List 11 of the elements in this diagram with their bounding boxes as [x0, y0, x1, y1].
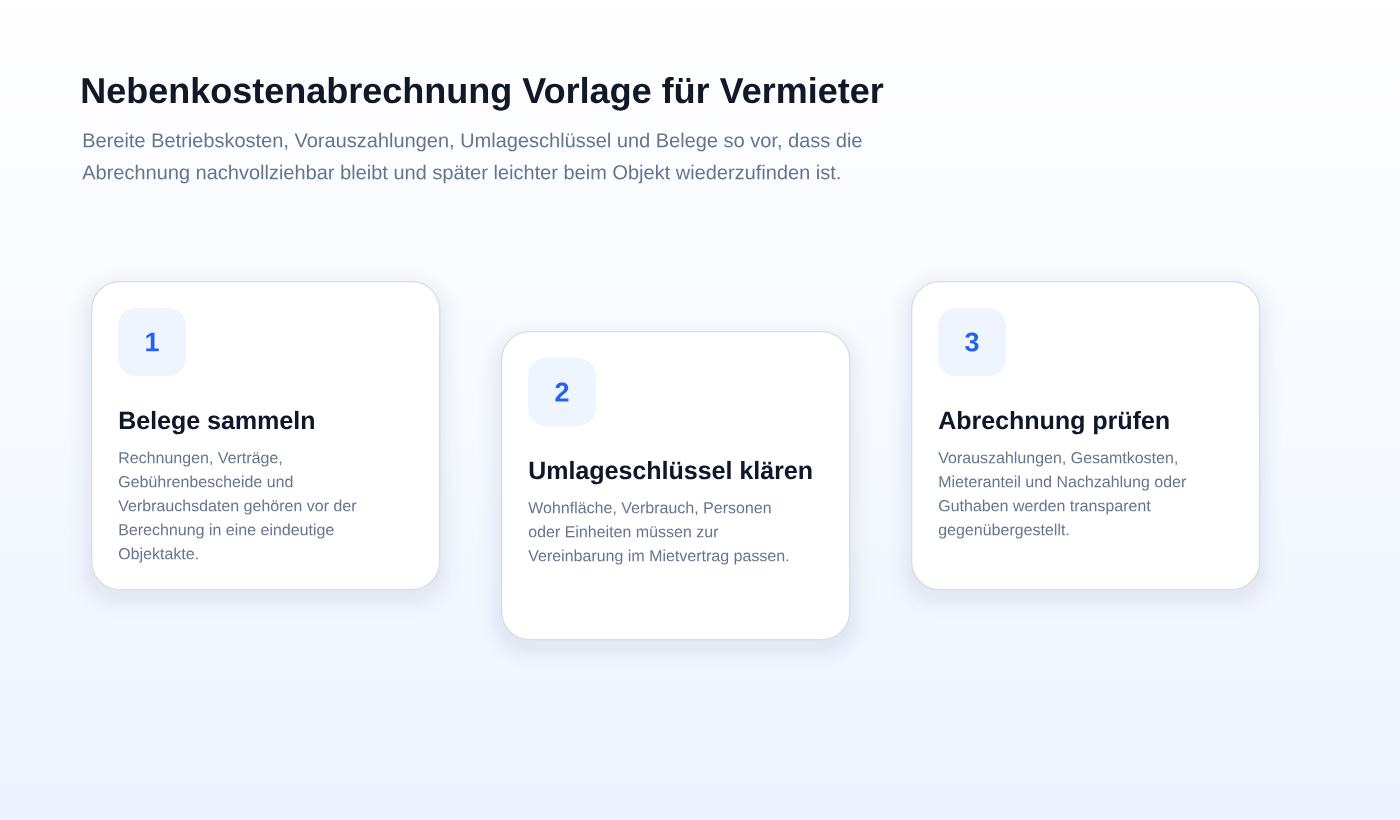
card-title: Abrechnung prüfen — [938, 410, 1169, 435]
number-badge: 2 — [528, 358, 596, 426]
number-badge: 3 — [938, 308, 1006, 376]
card-description: Vorauszahlungen, Gesamtkosten, Mieteranteil und Nachzahlung oder Guthaben werden transparent gegenübergestellt. — [938, 451, 1187, 539]
card-title: Belege sammeln — [119, 410, 314, 435]
number-badge: 1 — [118, 308, 186, 376]
card-description: Wohnfläche, Verbrauch, Personen oder Einheiten müssen zur Vereinbarung im Mietvertrag passen. — [528, 501, 789, 565]
card-title: Umlageschlüssel klären — [529, 460, 812, 485]
card-description: Rechnungen, Verträge, Gebührenbescheide und Verbrauchsdaten gehören vor der Berechnung in eine eindeutige Objektakte. — [118, 451, 357, 563]
subtitle: Bereite Betriebskosten, Vorauszahlungen, Umlageschlüssel und Belege so vor, dass die Abrechnung nachvollziehbar bleibt und später leichter beim Objekt wiederzufinden ist. — [82, 132, 862, 184]
page-title: Nebenkostenabrechnung Vorlage für Vermieter — [82, 76, 884, 111]
